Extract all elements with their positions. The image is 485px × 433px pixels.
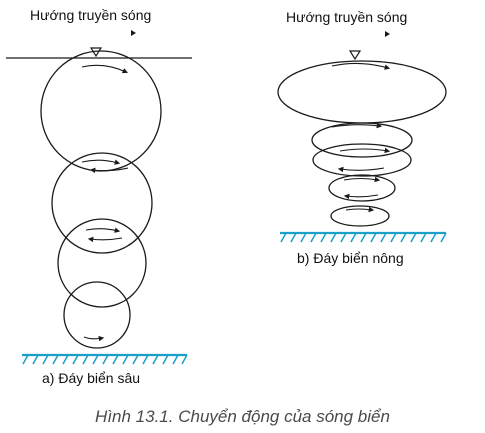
orbit-ellipse-1: [277, 60, 447, 124]
orbit-ellipse-2: [311, 122, 413, 158]
orbit-circle-4: [63, 281, 131, 349]
orbit-arrow-2: [81, 159, 121, 165]
orbit-arrow-1: [81, 64, 129, 74]
orbit-arrow-5: [87, 236, 123, 243]
panel-a-bottom-label: a) Đáy biển sâu: [42, 370, 141, 386]
panel-a-deep-water: [6, 30, 192, 365]
orbit-arrow-4: [85, 227, 121, 233]
orbit-arrow-b6: [343, 193, 379, 200]
direction-arrow-icon: [131, 30, 136, 36]
orbit-ellipse-4: [328, 174, 396, 202]
panel-a-direction-label: Hướng truyền sóng: [30, 7, 152, 23]
orbit-arrow-b5: [343, 176, 381, 183]
orbit-arrow-b3: [339, 147, 391, 154]
surface-marker-icon: [348, 50, 362, 61]
orbit-circle-2: [51, 152, 153, 254]
orbit-arrow-b2: [331, 122, 383, 129]
orbit-arrow-b1: [331, 62, 391, 70]
orbit-arrow-3: [89, 167, 129, 174]
seabed-shallow: [280, 231, 447, 243]
orbit-arrow-b7: [345, 206, 375, 213]
orbit-circle-3: [57, 218, 147, 308]
orbit-arrow-6: [83, 335, 105, 342]
panel-b-bottom-label: b) Đáy biển nông: [297, 250, 404, 266]
panel-b-shallow-water: [277, 31, 447, 243]
figure-caption: Hình 13.1. Chuyển động của sóng biển: [95, 407, 390, 426]
orbit-ellipse-3: [312, 143, 412, 177]
orbit-ellipse-5: [330, 205, 390, 227]
seabed-deep: [22, 353, 188, 365]
direction-arrow-icon: [385, 31, 390, 37]
orbit-arrow-b4: [337, 166, 385, 173]
panel-b-direction-label: Hướng truyền sóng: [286, 9, 408, 25]
